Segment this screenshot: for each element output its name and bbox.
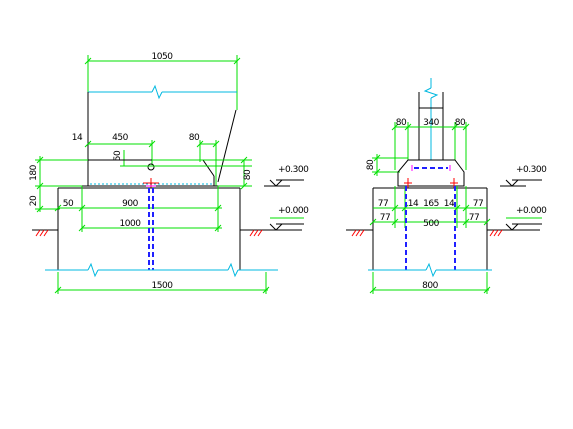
front-level-top: +0.300: [264, 165, 310, 187]
side-ground-hatch: [346, 229, 540, 237]
dim-label: 1000: [120, 219, 142, 229]
dim-label: 14: [408, 199, 419, 209]
dim-label: 80: [243, 169, 253, 180]
dim-label: 450: [112, 133, 128, 143]
dim-label: 340: [423, 118, 439, 128]
dim-label: 1500: [152, 281, 174, 291]
dim-label: 77: [378, 199, 388, 209]
side-plate: [397, 159, 465, 188]
dim-label: 500: [423, 219, 439, 229]
side-level-top: +0.300: [500, 165, 548, 187]
front-dims-left: 180 20: [29, 156, 88, 213]
front-view: 1050 14 450 80 50: [29, 52, 310, 294]
front-dims-bottom: 50 900 1000: [54, 186, 222, 232]
dim-label: 50: [113, 150, 123, 161]
front-dim-1500: 1500: [54, 272, 270, 294]
side-bottom-centerline: [368, 262, 492, 278]
dim-label: 800: [422, 281, 438, 291]
side-dim-800: 800: [369, 272, 491, 294]
dim-label: 77: [473, 199, 483, 209]
front-dims-plate: 14 450 80 50: [72, 133, 220, 186]
dim-label: 165: [423, 199, 439, 209]
side-view: 80 340 80 80: [346, 78, 548, 294]
dim-label: 80: [396, 118, 407, 128]
column-centerline: [88, 84, 237, 100]
dim-label: 14: [444, 199, 455, 209]
side-pedestal: [372, 187, 488, 270]
side-dims-row1: 77 14 165 14 77: [373, 186, 487, 228]
front-level-ground: +0.000: [269, 206, 310, 231]
dim-label: 180: [29, 164, 39, 180]
dim-label: 900: [122, 199, 138, 209]
dim-label: 50: [63, 199, 74, 209]
front-dims-right: 80: [120, 156, 253, 190]
dim-label: 20: [29, 195, 39, 206]
front-bottom-centerline: [45, 262, 278, 278]
front-ground-hatch: [32, 229, 302, 237]
front-plate: [82, 159, 221, 188]
side-level-ground: +0.000: [505, 206, 548, 231]
level-label: +0.300: [516, 165, 547, 175]
level-label: +0.300: [278, 165, 309, 175]
dim-label: 77: [469, 213, 479, 223]
dim-label: 77: [380, 213, 390, 223]
dim-label: 80: [455, 118, 466, 128]
side-dim-80-vert: 80: [366, 154, 408, 176]
dim-label: 80: [366, 159, 376, 170]
dim-label: 80: [189, 133, 200, 143]
level-label: +0.000: [278, 206, 309, 216]
level-label: +0.000: [516, 206, 547, 216]
side-dims-row2: 77 500 77: [369, 213, 491, 229]
side-dims-top: 80 340 80: [391, 118, 470, 170]
dim-label: 14: [72, 133, 83, 143]
dim-label: 1050: [152, 52, 174, 62]
